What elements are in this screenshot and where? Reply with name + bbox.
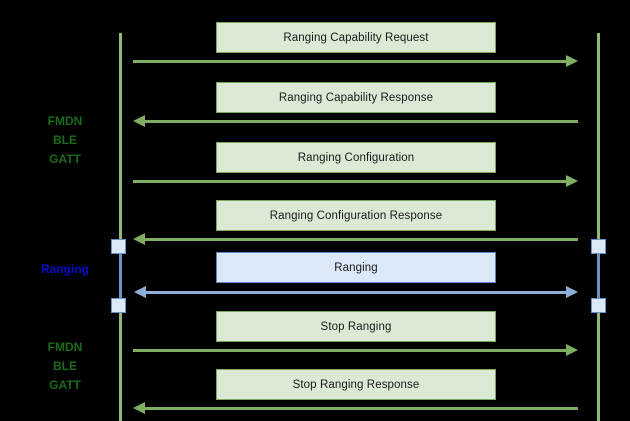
lifeline-right-green-bottom xyxy=(597,308,600,421)
arrow-shaft xyxy=(145,407,578,410)
arrow-head-left-icon xyxy=(133,115,145,127)
message-label: Stop Ranging Response xyxy=(292,378,420,391)
message-label: Ranging Capability Request xyxy=(283,31,429,44)
message-arrow-stop-ranging-response xyxy=(133,401,578,415)
phase-label-fmdn-bottom: FMDN BLE GATT xyxy=(20,338,110,395)
message-label: Ranging xyxy=(334,261,378,274)
lifeline-right-blue-ranging xyxy=(597,243,600,308)
lifeline-left-green-bottom xyxy=(119,308,122,421)
arrow-shaft xyxy=(145,120,578,123)
activation-right-start xyxy=(591,239,606,254)
lifeline-left-blue-ranging xyxy=(119,243,122,308)
message-box-ranging-configuration-response: Ranging Configuration Response xyxy=(216,200,496,231)
phase-label-line: FMDN xyxy=(47,340,83,354)
message-arrow-ranging-configuration xyxy=(133,174,578,188)
arrow-shaft xyxy=(146,291,566,294)
arrow-head-right-icon xyxy=(566,55,578,67)
arrow-head-left-icon xyxy=(134,286,146,298)
message-label: Ranging Capability Response xyxy=(278,91,434,104)
activation-right-end xyxy=(591,298,606,313)
message-box-stop-ranging-response: Stop Ranging Response xyxy=(216,369,496,400)
arrow-head-left-icon xyxy=(133,402,145,414)
message-label: Stop Ranging xyxy=(320,320,392,333)
message-arrow-ranging-configuration-response xyxy=(133,232,578,246)
message-arrow-ranging-capability-response xyxy=(133,114,578,128)
message-box-stop-ranging: Stop Ranging xyxy=(216,311,496,342)
phase-label-line: GATT xyxy=(49,378,81,392)
arrow-head-right-icon xyxy=(566,344,578,356)
lifeline-left-green-top xyxy=(119,33,122,243)
activation-left-end xyxy=(111,298,126,313)
message-box-ranging-capability-response: Ranging Capability Response xyxy=(216,82,496,113)
phase-label-line: BLE xyxy=(53,359,77,373)
arrow-head-left-icon xyxy=(133,233,145,245)
message-label: Ranging Configuration xyxy=(297,151,415,164)
phase-label-line: FMDN xyxy=(47,114,83,128)
message-box-ranging: Ranging xyxy=(216,252,496,283)
message-box-ranging-configuration: Ranging Configuration xyxy=(216,142,496,173)
arrow-shaft xyxy=(133,349,566,352)
phase-label-line: BLE xyxy=(53,133,77,147)
arrow-head-right-icon xyxy=(566,286,578,298)
message-label: Ranging Configuration Response xyxy=(269,209,443,222)
arrow-shaft xyxy=(133,60,566,63)
arrow-shaft xyxy=(145,238,578,241)
arrow-head-right-icon xyxy=(566,175,578,187)
phase-label-line: GATT xyxy=(49,152,81,166)
message-arrow-ranging-bidirectional xyxy=(134,285,579,299)
phase-label-line: Ranging xyxy=(41,262,89,276)
arrow-shaft xyxy=(133,180,566,183)
phase-label-fmdn-top: FMDN BLE GATT xyxy=(20,112,110,169)
lifeline-right-green-top xyxy=(597,33,600,243)
message-arrow-stop-ranging xyxy=(133,343,578,357)
activation-left-start xyxy=(111,239,126,254)
message-box-ranging-capability-request: Ranging Capability Request xyxy=(216,22,496,53)
phase-label-ranging: Ranging xyxy=(20,260,110,279)
message-arrow-ranging-capability-request xyxy=(133,54,578,68)
